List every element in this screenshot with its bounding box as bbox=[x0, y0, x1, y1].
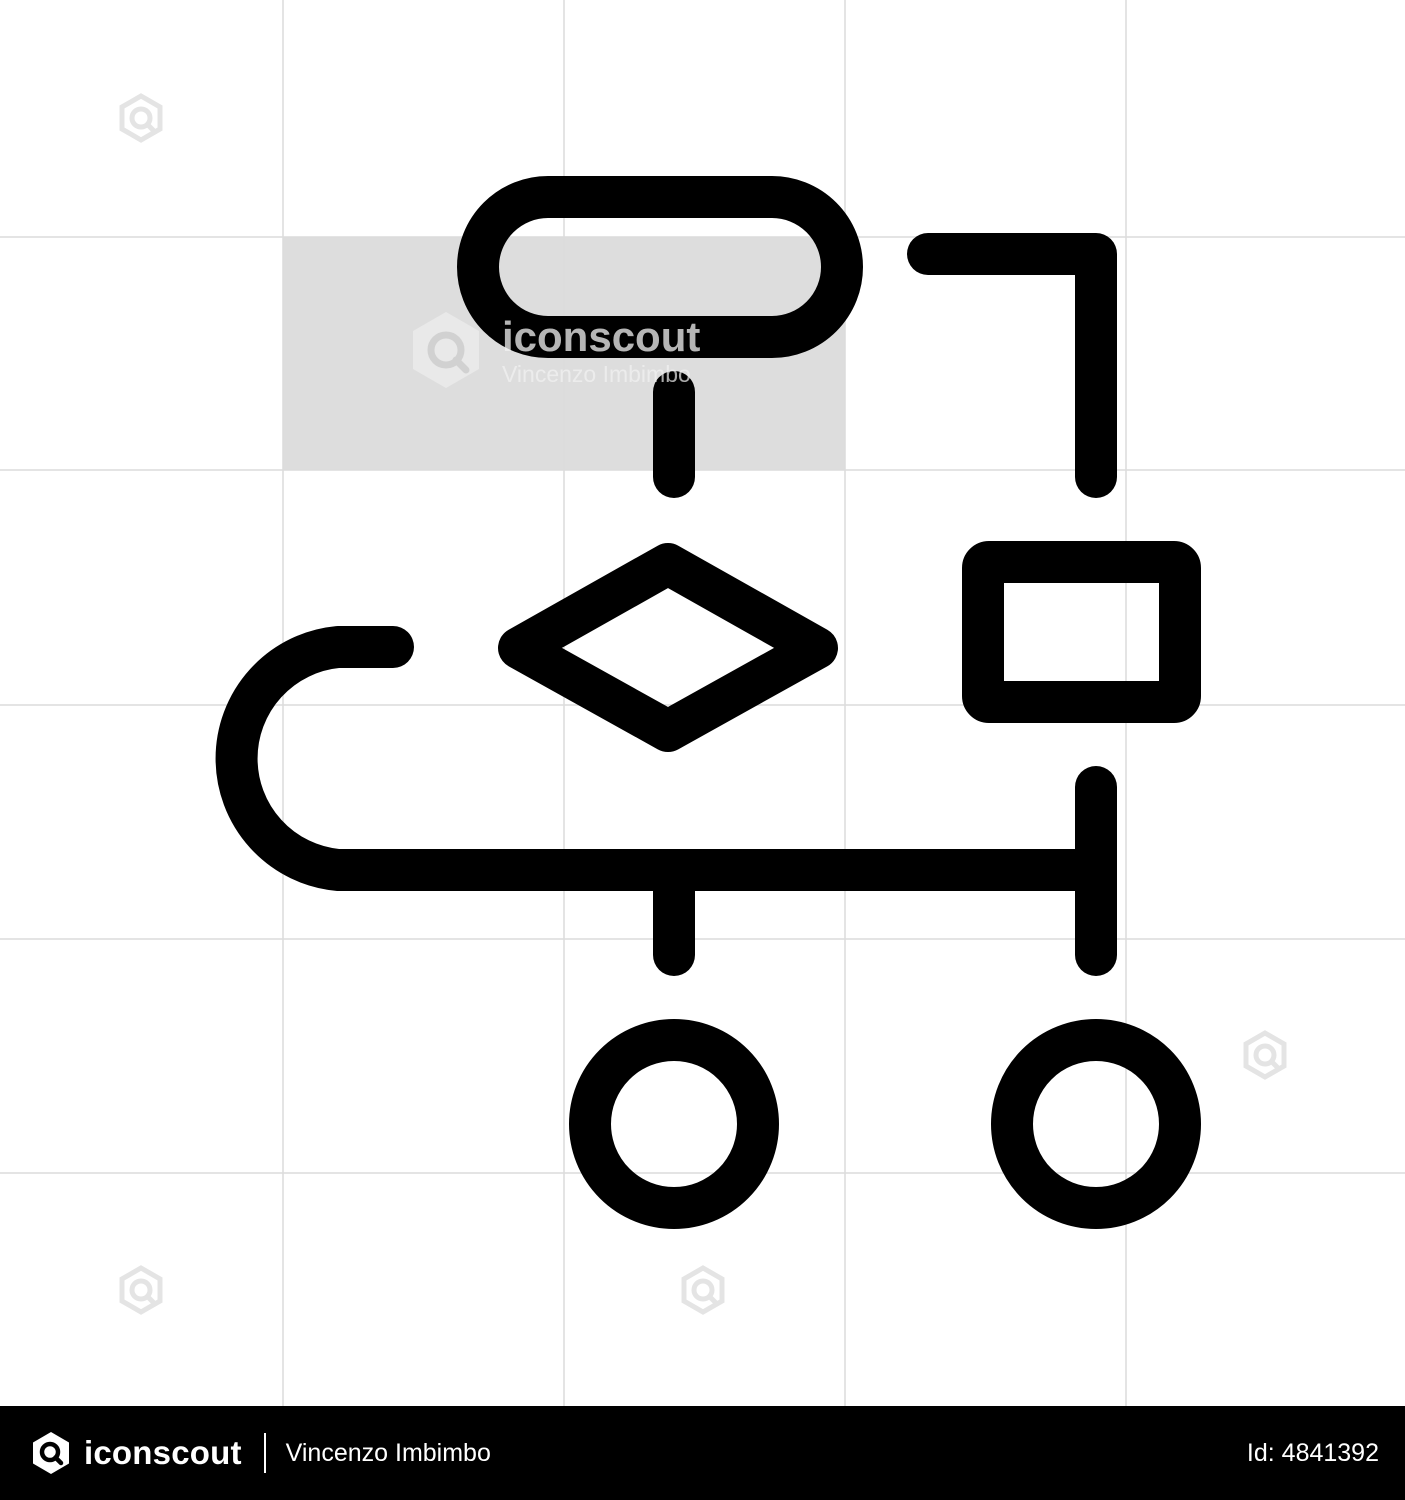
footer-brand-name: iconscout bbox=[84, 1434, 242, 1471]
connector-line bbox=[907, 233, 1117, 498]
process-shape bbox=[962, 541, 1201, 723]
watermark-brand-text: iconscout bbox=[502, 313, 700, 360]
preview-canvas: iconscout Vincenzo Imbimbo bbox=[0, 0, 1405, 1406]
watermark-mark-icon bbox=[1243, 1030, 1287, 1080]
footer-brand[interactable]: iconscout bbox=[28, 1430, 242, 1476]
flowchart-preview: iconscout Vincenzo Imbimbo bbox=[0, 0, 1405, 1406]
watermark-logo-icon bbox=[413, 312, 479, 388]
iconscout-logo-icon bbox=[33, 1432, 69, 1474]
decision-shape bbox=[498, 543, 838, 752]
end-node-circle bbox=[991, 1019, 1201, 1229]
watermark-logo bbox=[413, 312, 479, 388]
footer-author[interactable]: Vincenzo Imbimbo bbox=[285, 1438, 491, 1467]
watermark-mark-icon bbox=[681, 1265, 725, 1315]
footer-asset-id: Id: 4841392 bbox=[1246, 1438, 1379, 1467]
footer-divider bbox=[263, 1433, 266, 1473]
terminator-shape bbox=[457, 176, 863, 358]
watermark-mark-icon bbox=[119, 93, 163, 143]
footer-bar: iconscout Vincenzo Imbimbo Id: 4841392 bbox=[0, 1406, 1405, 1500]
flowchart-icon bbox=[215, 176, 1201, 1229]
loop-connector bbox=[215, 626, 1117, 891]
watermark-mark-icon bbox=[119, 1265, 163, 1315]
end-node-circle bbox=[569, 1019, 779, 1229]
watermark-marks bbox=[119, 93, 1287, 1315]
watermark-author-text: Vincenzo Imbimbo bbox=[502, 361, 691, 387]
